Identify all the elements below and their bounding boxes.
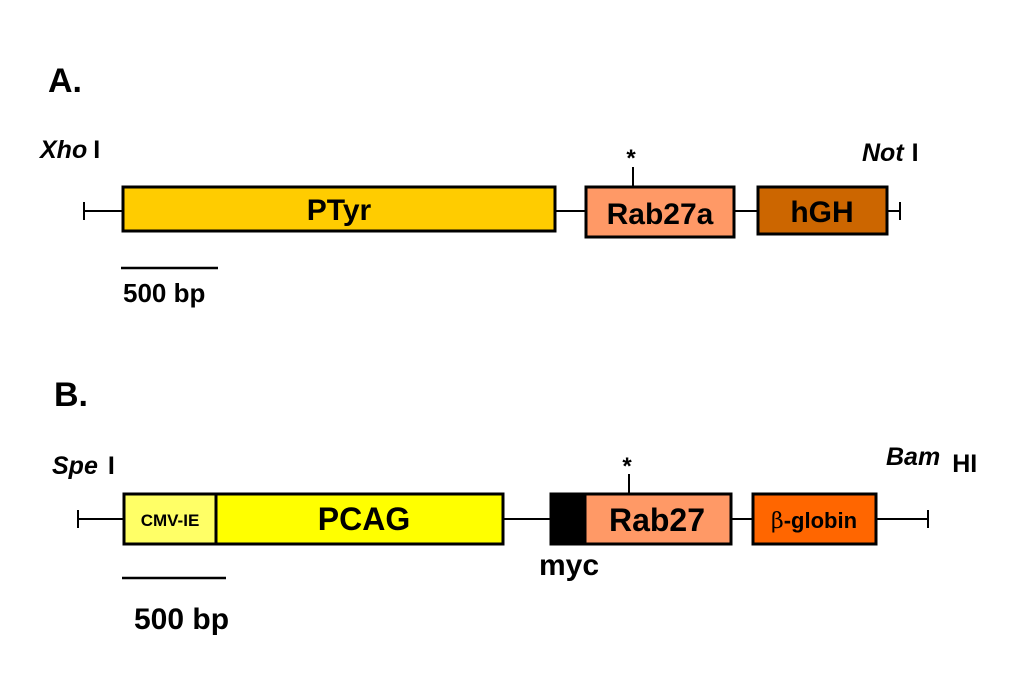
panel-b-mutation-asterisk: * [622, 453, 632, 480]
panel-b-label: B. [54, 376, 88, 414]
rab27-label: Rab27 [609, 502, 705, 538]
ptyr-box [121, 185, 557, 233]
rab27a-box [584, 185, 736, 239]
pcag-label: PCAG [318, 501, 410, 537]
myc-box [549, 492, 587, 546]
pcag-box [214, 492, 505, 546]
cmv-ie-label: CMV-IE [141, 511, 200, 530]
panel-a-scale-label: 500 bp [123, 278, 205, 308]
ptyr-label: PTyr [307, 194, 372, 227]
hgh-box [756, 185, 889, 236]
hgh-label: hGH [790, 196, 853, 229]
panel-a-mutation-asterisk: * [626, 145, 636, 172]
beta-globin-box [751, 492, 878, 546]
beta-globin-label: β-globin [771, 508, 857, 534]
rab27-box [583, 492, 733, 546]
panel-a-label: A. [48, 62, 82, 100]
panel-b-scale-label: 500 bp [134, 603, 229, 636]
myc-label: myc [539, 549, 599, 582]
rab27a-label: Rab27a [607, 198, 714, 231]
